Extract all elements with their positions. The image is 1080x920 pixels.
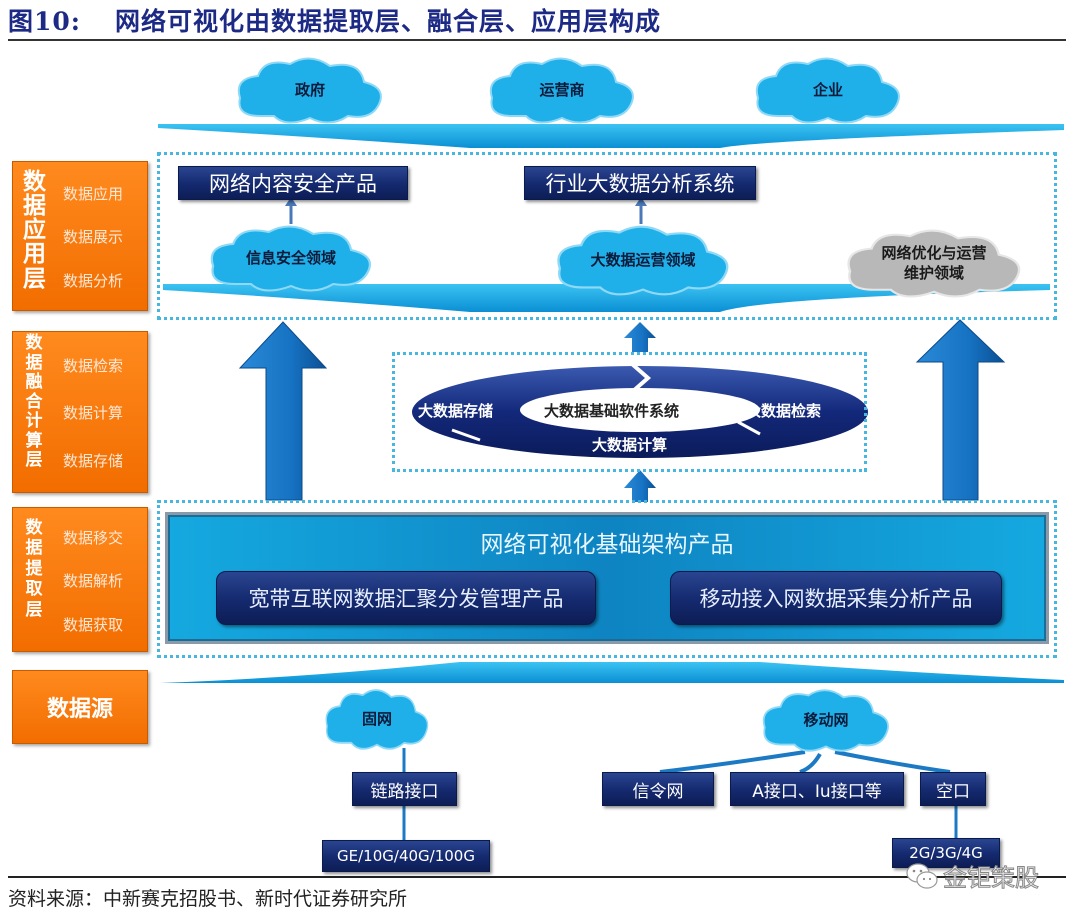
security-domain-arrow — [285, 197, 297, 224]
layer-subitem: 数据解析 — [63, 572, 124, 591]
cloud-icon — [762, 689, 889, 752]
source-note: 资料来源：中新赛克招股书、新时代证券研究所 — [8, 888, 408, 910]
layer-subitem: 数据展示 — [63, 228, 124, 247]
layer-subitem: 数据检索 — [63, 357, 124, 376]
cloud-operation-domain: 大数据运营领域 — [548, 222, 738, 298]
figure-number: 图10: — [8, 7, 82, 36]
layer-title: 数据应用层 — [23, 169, 46, 292]
cloud-operator: 运营商 — [482, 54, 642, 126]
cloud-icon — [325, 689, 429, 750]
mobile-generations-box: 2G/3G/4G — [892, 838, 1000, 868]
wechat-icon — [905, 862, 939, 890]
mobile-access-collection-product: 移动接入网数据采集分析产品 — [670, 571, 1002, 625]
cloud-government: 政府 — [230, 54, 390, 126]
layer-subitem: 数据分析 — [63, 271, 124, 290]
signaling-connector — [659, 750, 806, 774]
cloud-label: 信息安全领域 — [245, 248, 336, 267]
left-up-arrow — [238, 321, 328, 501]
cloud-label: 运营商 — [539, 80, 585, 99]
broadband-aggregation-product: 宽带互联网数据汇聚分发管理产品 — [216, 571, 596, 625]
a-iu-connector — [799, 752, 822, 774]
right-up-arrow — [915, 319, 1006, 501]
cloud-label: 网络优化与运营 维护领域 — [838, 226, 1030, 300]
application-layer-frame — [157, 152, 1057, 320]
cloud-icon — [557, 225, 729, 296]
product-industry-bigdata: 行业大数据分析系统 — [524, 166, 756, 200]
cloud-label: 固网 — [361, 709, 392, 728]
cloud-label: 移动网 — [803, 710, 849, 729]
layer-subitem: 数据移交 — [63, 529, 124, 548]
core-compute-label: 大数据计算 — [592, 436, 668, 454]
cloud-fixed-network: 固网 — [320, 686, 434, 752]
infra-to-core-arrow — [624, 470, 656, 502]
core-storage-label: 大数据存储 — [418, 402, 494, 420]
core-system-frame — [392, 352, 867, 472]
layer-subitem: 数据存储 — [63, 451, 124, 470]
watermark: 金钜策股 — [905, 858, 1040, 893]
cloud-icon — [755, 57, 900, 124]
title-divider — [8, 39, 1066, 41]
core-retrieval-label: 大数据检索 — [746, 402, 822, 420]
infrastructure-title: 网络可视化基础架构产品 — [480, 532, 734, 558]
cloud-network-optimization-domain: 网络优化与运营 维护领域 — [838, 226, 1030, 300]
cloud-label: 政府 — [294, 80, 325, 99]
cloud-security-domain: 信息安全领域 — [202, 222, 380, 294]
figure-caption: 网络可视化由数据提取层、融合层、应用层构成 — [115, 7, 662, 36]
layer-subitems: 数据检索 数据计算 数据存储 — [63, 342, 123, 484]
layer-subitem: 数据计算 — [63, 404, 124, 423]
air-interface-connector — [834, 750, 951, 774]
layer-subitem: 数据获取 — [63, 615, 124, 634]
link-interface-box: 链路接口 — [352, 772, 457, 806]
side-label-data-source: 数据源 — [12, 670, 148, 744]
air-interface-box: 空口 — [920, 772, 986, 806]
operation-domain-arrow — [635, 197, 647, 224]
layer-title: 数据提取层 — [25, 518, 43, 620]
infrastructure-product-block: 网络可视化基础架构产品 宽带互联网数据汇聚分发管理产品 移动接入网数据采集分析产… — [165, 512, 1049, 644]
top-distribution-band — [158, 124, 1064, 148]
footer-divider — [8, 876, 1066, 878]
cloud-label-line: 网络优化与运营 — [881, 243, 987, 262]
core-cycle-ring — [412, 362, 868, 458]
cloud-label: 大数据运营领域 — [590, 250, 696, 269]
cloud-label: 企业 — [812, 80, 843, 99]
watermark-text: 金钜策股 — [943, 864, 1040, 893]
cloud-icon — [210, 225, 371, 292]
signaling-network-box: 信令网 — [602, 772, 714, 806]
layer-subitem: 数据应用 — [63, 185, 124, 204]
core-to-application-arrow — [624, 322, 656, 352]
source-collection-band — [160, 662, 1064, 683]
application-distribution-band — [163, 284, 1050, 312]
product-content-security: 网络内容安全产品 — [178, 166, 408, 200]
core-center-label: 大数据基础软件系统 — [544, 402, 680, 420]
extraction-layer-frame — [157, 500, 1057, 658]
cloud-label-line: 维护领域 — [903, 264, 964, 282]
cloud-icon — [847, 229, 1021, 298]
layer-subitems: 数据应用 数据展示 数据分析 — [63, 172, 123, 302]
figure-title: 图10: 网络可视化由数据提取层、融合层、应用层构成 — [8, 2, 661, 38]
side-label-extraction-layer: 数据提取层 数据移交 数据解析 数据获取 — [12, 507, 148, 652]
cloud-enterprise: 企业 — [748, 54, 908, 126]
a-iu-interface-box: A接口、Iu接口等 — [730, 772, 904, 806]
side-label-fusion-layer: 数据融合计算层 数据检索 数据计算 数据存储 — [12, 331, 148, 493]
side-label-application-layer: 数据应用层 数据应用 数据展示 数据分析 — [12, 161, 148, 311]
fixed-speeds-box: GE/10G/40G/100G — [322, 840, 490, 872]
layer-title: 数据融合计算层 — [25, 333, 43, 471]
layer-subitems: 数据移交 数据解析 数据获取 — [63, 516, 123, 646]
cloud-icon — [489, 57, 634, 124]
cloud-mobile-network: 移动网 — [756, 686, 896, 754]
cloud-icon — [237, 57, 382, 124]
